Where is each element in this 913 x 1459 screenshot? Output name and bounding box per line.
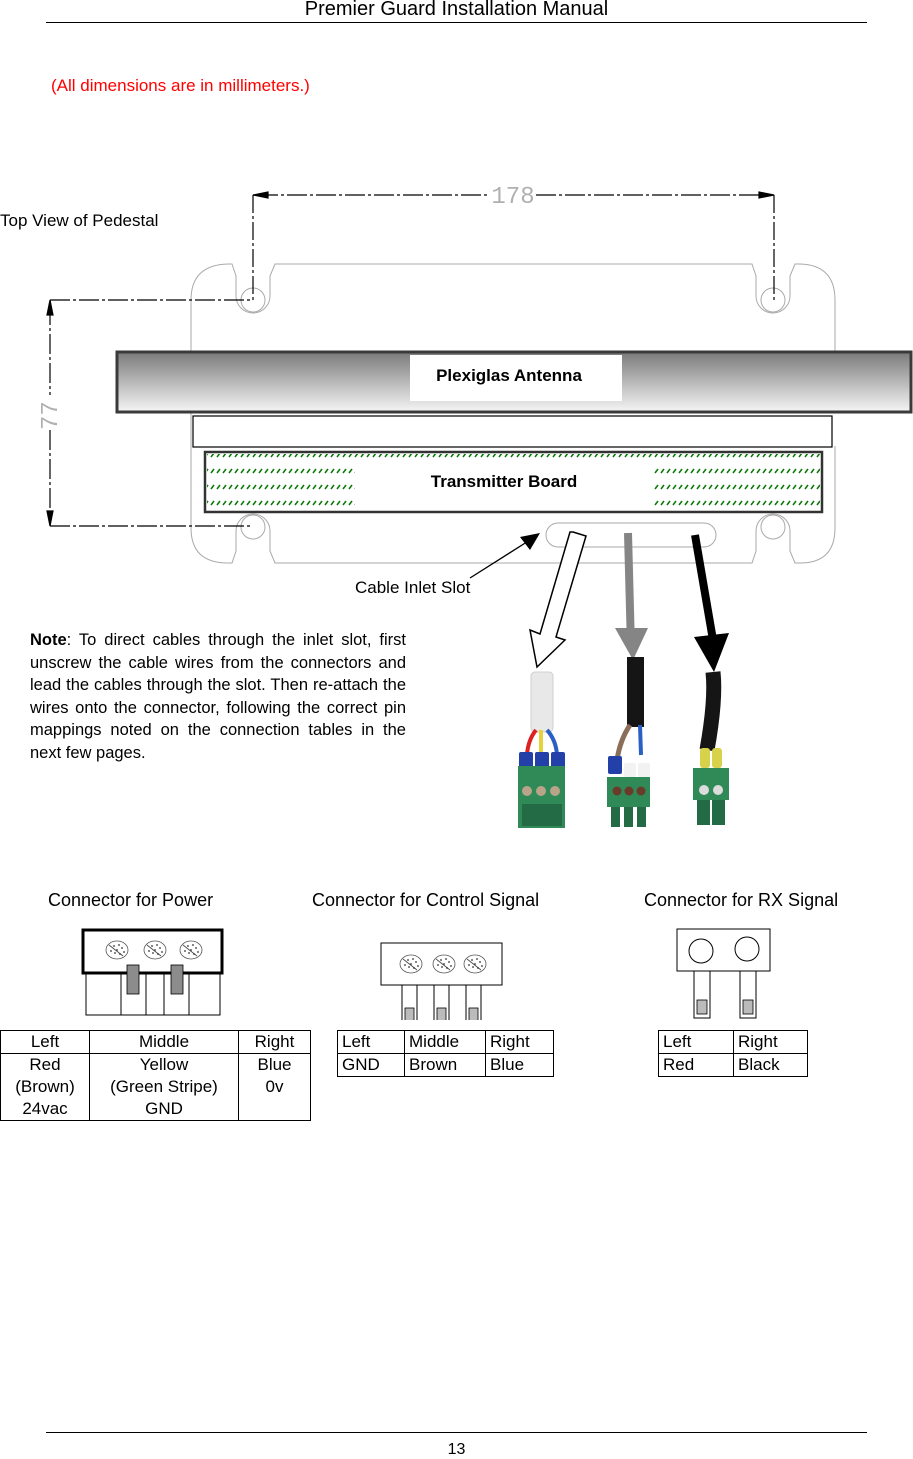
note-lead: Note bbox=[30, 631, 67, 649]
installation-note: Note: To direct cables through the inlet… bbox=[30, 629, 406, 764]
antenna-label-box bbox=[410, 355, 622, 401]
table-cell: Yellow(Green Stripe)GND bbox=[89, 1053, 239, 1121]
power-cable-photo bbox=[518, 671, 565, 828]
board-housing bbox=[192, 415, 833, 448]
table-header-cell: Left bbox=[337, 1030, 405, 1054]
rx-pin-table: Left Right Red Black bbox=[658, 1030, 808, 1077]
table-header-cell: Right bbox=[485, 1030, 554, 1054]
table-cell: Blue bbox=[485, 1053, 554, 1077]
table-cell: GND bbox=[337, 1053, 405, 1077]
slot-pointer-arrowhead bbox=[520, 533, 540, 550]
rx-cable-arrow bbox=[691, 534, 729, 672]
table-cell: Brown bbox=[404, 1053, 486, 1077]
header-rule bbox=[46, 22, 867, 23]
table-header-cell: Left bbox=[658, 1030, 734, 1054]
table-row: GND Brown Blue bbox=[337, 1053, 554, 1077]
table-cell: Red bbox=[658, 1053, 734, 1077]
board-label: Transmitter Board bbox=[431, 472, 577, 491]
slot-pointer bbox=[469, 539, 531, 579]
note-text: : To direct cables through the inlet slo… bbox=[30, 631, 406, 762]
control-connector-title: Connector for Control Signal bbox=[312, 890, 540, 910]
rx-cable-photo bbox=[693, 671, 729, 825]
table-row: Red(Brown)24vac Yellow(Green Stripe)GND … bbox=[0, 1053, 311, 1121]
cable-inlet-slot-label: Cable Inlet Slot bbox=[355, 578, 471, 597]
control-cable-arrow bbox=[615, 532, 648, 660]
table-header-row: Left Right bbox=[658, 1030, 808, 1054]
power-connector-diagram bbox=[81, 928, 224, 1016]
connector-diagrams bbox=[81, 928, 771, 1020]
page-number: 13 bbox=[447, 1441, 466, 1458]
table-header-cell: Left bbox=[0, 1030, 90, 1054]
height-dimension bbox=[46, 299, 253, 527]
rx-connector-diagram bbox=[676, 928, 771, 1019]
table-header-row: Left Middle Right bbox=[0, 1030, 311, 1054]
width-dimension bbox=[252, 191, 775, 300]
view-label: Top View of Pedestal bbox=[0, 211, 159, 230]
table-header-cell: Right bbox=[733, 1030, 808, 1054]
control-connector-diagram bbox=[380, 942, 503, 1020]
cable-photos bbox=[518, 657, 729, 828]
height-dimension-value: 77 bbox=[38, 401, 65, 430]
power-pin-table: Left Middle Right Red(Brown)24vac Yellow… bbox=[0, 1030, 311, 1121]
table-header-cell: Middle bbox=[404, 1030, 486, 1054]
power-connector-title: Connector for Power bbox=[48, 890, 214, 910]
rx-connector-title: Connector for RX Signal bbox=[644, 890, 839, 910]
control-cable-photo bbox=[607, 657, 650, 827]
width-dimension-value: 178 bbox=[491, 184, 534, 211]
table-header-cell: Middle bbox=[89, 1030, 239, 1054]
table-cell: Black bbox=[733, 1053, 808, 1077]
antenna-label: Plexiglas Antenna bbox=[436, 366, 582, 385]
table-cell: Red(Brown)24vac bbox=[0, 1053, 90, 1121]
control-pin-table: Left Middle Right GND Brown Blue bbox=[337, 1030, 554, 1077]
document-header-title: Premier Guard Installation Manual bbox=[304, 0, 609, 20]
dimensions-note: (All dimensions are in millimeters.) bbox=[51, 76, 310, 95]
pedestal-drawing: 178 77 Plexiglas Antenna Transmitter Boa… bbox=[38, 184, 913, 672]
table-header-cell: Right bbox=[238, 1030, 311, 1054]
table-row: Red Black bbox=[658, 1053, 808, 1077]
table-header-row: Left Middle Right bbox=[337, 1030, 554, 1054]
footer-rule bbox=[46, 1432, 867, 1433]
power-cable-arrow bbox=[529, 531, 587, 669]
